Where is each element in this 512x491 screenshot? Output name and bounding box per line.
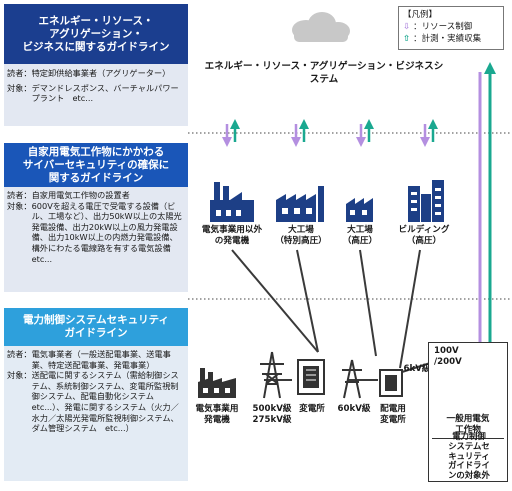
large-factory-extra-high-voltage-label: 大工場 （特別高圧）	[275, 225, 327, 246]
guideline3-reader: 読者： 電気事業者（一般送配電事業、送電事業、特定送配電事業、発電事業）	[7, 349, 171, 370]
cloud-icon	[292, 12, 350, 42]
guideline3-title: 電力制御システムセキュリティ ガイドライン	[4, 308, 188, 346]
voltage-60kv-label: 60kV級	[337, 404, 371, 414]
household-voltage-label: 100V /200V	[434, 346, 462, 367]
substation-label: 変電所	[299, 404, 325, 414]
guideline2-target: 対象： 600Vを超える電圧で受電する設備（ビル、工場など）、出力50kW以上の…	[7, 200, 182, 264]
non-utility-generator-icon	[210, 182, 254, 222]
building-icon	[408, 180, 444, 222]
teal-arrow-icon: ⇧	[403, 34, 411, 44]
legend-title: 【凡例】	[403, 10, 438, 20]
substation-icon	[297, 359, 325, 395]
guideline1-reader: 読者： 特定卸供給事業者（アグリゲーター）	[7, 68, 171, 78]
large-factory-extra-high-voltage-icon	[276, 186, 324, 222]
utility-generator-label: 電気事業用 発電機	[195, 404, 239, 425]
guideline2-body: 読者： 自家用電気工作物の設置者 対象： 600Vを超える電圧で受電する設備（ビ…	[4, 187, 188, 292]
guideline3-target: 対象： 送配電に関するシステム（需給制御システム、系統制御システム、変電所監視制…	[7, 370, 179, 434]
system-title: エネルギー・リソース・アグリゲーション・ビジネスシステム	[204, 61, 444, 85]
guideline2-reader: 読者： 自家用電気工作物の設置者	[7, 190, 130, 200]
distribution-substation-label: 配電用 変電所	[380, 404, 406, 425]
guideline2-title: 自家用電気工作物にかかわる サイバーセキュリティの確保に 関するガイドライン	[4, 143, 188, 187]
out-of-scope-label: 電力制御 システムセ キュリティ ガイドライ ンの対象外	[448, 431, 490, 481]
non-utility-generator-label: 電気事業用以外 の発電機	[201, 225, 263, 246]
arrow-pairs-top	[222, 119, 438, 147]
guideline1-title: エネルギー・リソース・ アグリゲーション・ ビジネスに関するガイドライン	[4, 4, 188, 64]
legend-measurement: ⇧ ：計測・実績収集	[403, 34, 482, 44]
guideline3-body: 読者： 電気事業者（一般送配電事業、送電事業、特定送配電事業、発電事業） 対象：…	[4, 346, 188, 481]
transmission-voltage-label: 500kV級 275kV級	[252, 404, 292, 425]
grid-connection-lines	[231, 249, 447, 381]
out-of-scope-divider	[432, 438, 504, 439]
utility-generator-icon	[198, 368, 236, 398]
distribution-tower-icon	[342, 359, 362, 399]
distribution-substation-icon	[379, 369, 403, 397]
transmission-tower-icon	[260, 351, 284, 399]
legend-resource-control: ⇩ ：リソース制御	[403, 22, 473, 32]
large-factory-high-voltage-icon	[346, 198, 373, 222]
building-label: ビルディング （高圧）	[398, 225, 450, 246]
household-label: 一般用電気 工作物	[446, 414, 490, 435]
guideline1-target: 対象： デマンドレスポンス、バーチャルパワープラント etc...	[7, 82, 179, 104]
large-factory-high-voltage-label: 大工場 （高圧）	[342, 225, 378, 246]
guideline1-body: 読者： 特定卸供給事業者（アグリゲーター） 対象： デマンドレスポンス、バーチャ…	[4, 64, 188, 126]
voltage-6kv-label: 6kV級	[403, 364, 431, 374]
legend: 【凡例】 ⇩ ：リソース制御 ⇧ ：計測・実績収集	[398, 6, 504, 50]
out-of-scope-box	[428, 342, 508, 482]
purple-arrow-icon: ⇩	[403, 22, 411, 32]
